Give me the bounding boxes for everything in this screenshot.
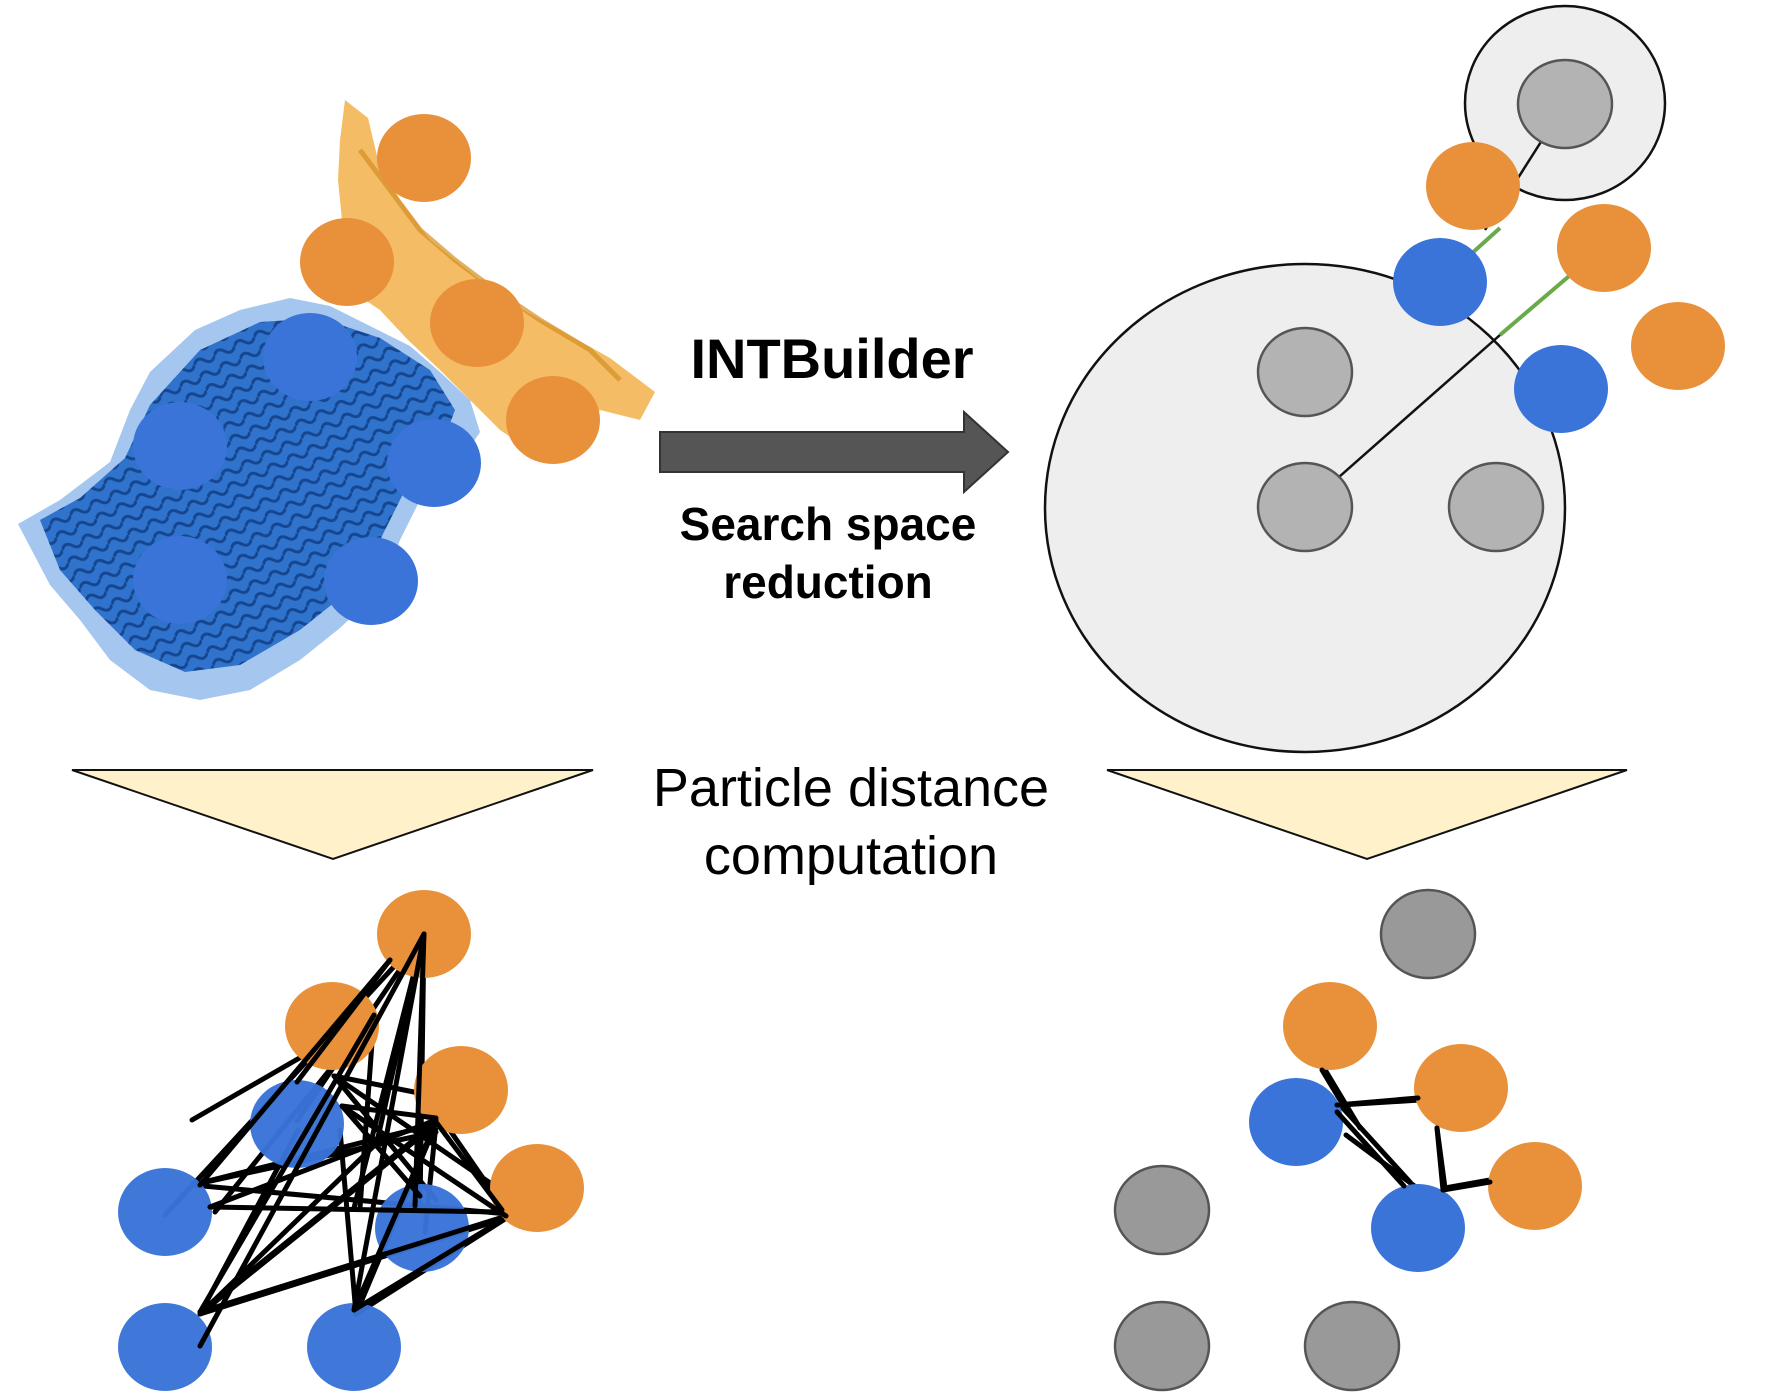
particle-blue [118, 1168, 212, 1256]
particle-gray [1113, 1300, 1211, 1392]
particle-blue [118, 1303, 212, 1391]
particle-gray [1447, 461, 1545, 553]
particle-blue [263, 313, 357, 401]
arrow-label-line2: reduction [723, 556, 933, 608]
center-label-line2: computation [704, 826, 998, 886]
particle-orange [1414, 1044, 1508, 1132]
particle-orange [300, 218, 394, 306]
particle-blue [1249, 1078, 1343, 1166]
particle-orange [1557, 204, 1651, 292]
particle-blue [1371, 1184, 1465, 1272]
particle-orange [1426, 142, 1520, 230]
particle-orange [1631, 302, 1725, 390]
protein-orange-surface [330, 100, 655, 450]
particle-gray [1303, 1300, 1401, 1392]
right-arrow-icon [659, 409, 1010, 495]
tool-title: INTBuilder [690, 327, 973, 390]
reduced-pairs-network [1113, 888, 1582, 1392]
center-label-line1: Particle distance [653, 758, 1049, 818]
particle-blue [387, 419, 481, 507]
particle-gray [1256, 461, 1354, 553]
protein-orange-detail [358, 148, 622, 382]
particle-blue [1393, 238, 1487, 326]
all-pairs-network [118, 890, 584, 1391]
particle-blue [324, 537, 418, 625]
funnel-icon [1106, 769, 1628, 861]
particle-blue [133, 536, 227, 624]
particle-orange [490, 1144, 584, 1232]
distance-edges-overlay [1319, 1067, 1493, 1193]
distance-edges-overlay [197, 931, 509, 1349]
particle-orange [377, 114, 471, 202]
particle-orange [506, 376, 600, 464]
particle-gray [1113, 1164, 1211, 1256]
arrow-label-line1: Search space [680, 498, 977, 550]
particle-blue [1514, 345, 1608, 433]
reduced-search-space [1043, 4, 1725, 754]
particles-top-left [133, 114, 600, 625]
particle-gray [1379, 888, 1477, 980]
particle-orange [430, 279, 524, 367]
particle-orange [1488, 1142, 1582, 1230]
particle-gray [1516, 58, 1614, 150]
particle-gray [1256, 326, 1354, 418]
particle-blue [133, 402, 227, 490]
particle-orange [1283, 982, 1377, 1070]
particle-blue [307, 1303, 401, 1391]
particle-orange [414, 1046, 508, 1134]
funnel-icon [71, 769, 594, 861]
